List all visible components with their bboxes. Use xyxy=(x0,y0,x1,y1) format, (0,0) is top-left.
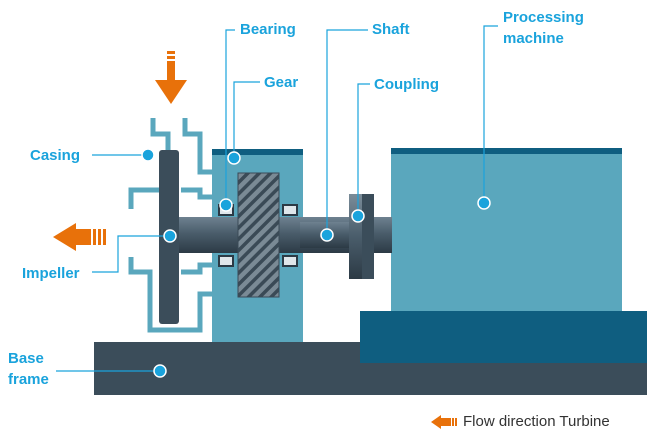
leader-lines xyxy=(56,25,498,372)
bearing-insert-bottom-left xyxy=(218,255,234,267)
label-impeller: Impeller xyxy=(22,265,80,282)
marker-casing xyxy=(141,148,155,162)
flow-arrow-down-icon xyxy=(155,51,187,104)
marker-processing xyxy=(477,196,491,210)
processing-machine-body xyxy=(391,148,622,311)
label-base-line1: Base xyxy=(8,350,44,367)
bearing-insert-top-right xyxy=(282,204,298,216)
flow-arrow-left-icon xyxy=(53,223,106,251)
legend-arrow-icon xyxy=(431,415,457,429)
marker-impeller xyxy=(163,229,177,243)
coupling-right-flange xyxy=(362,194,374,279)
marker-gear xyxy=(227,151,241,165)
leader-gear xyxy=(233,81,260,158)
leader-coupling xyxy=(357,83,370,216)
label-processing-line2: machine xyxy=(503,30,564,47)
processing-machine-top-edge xyxy=(391,148,622,154)
legend-label: Flow direction Turbine xyxy=(463,413,610,430)
label-gear: Gear xyxy=(264,74,299,91)
leader-impeller xyxy=(92,235,170,273)
markers xyxy=(141,148,491,378)
leader-shaft xyxy=(326,29,368,235)
label-processing-line1: Processing xyxy=(503,9,584,26)
gear xyxy=(237,172,280,298)
bearing-insert-bottom-right xyxy=(282,255,298,267)
bearing-block-top-edge xyxy=(212,149,303,155)
casing-outline-bottom xyxy=(128,257,212,333)
casing-inner-bottom xyxy=(181,262,212,275)
label-base-line2: frame xyxy=(8,371,49,388)
marker-bearing xyxy=(219,198,233,212)
casing-inner-top xyxy=(181,187,212,200)
label-coupling: Coupling xyxy=(374,76,439,93)
marker-base xyxy=(153,364,167,378)
leader-processing xyxy=(483,25,498,203)
marker-coupling xyxy=(351,209,365,223)
leader-bearing xyxy=(225,29,235,205)
label-shaft: Shaft xyxy=(372,21,410,38)
coupling-left-flange xyxy=(349,194,362,279)
label-casing: Casing xyxy=(30,147,81,164)
casing-outline-right xyxy=(182,118,212,175)
processing-machine-base xyxy=(360,311,647,363)
marker-shaft xyxy=(320,228,334,242)
label-bearing: Bearing xyxy=(240,21,296,38)
